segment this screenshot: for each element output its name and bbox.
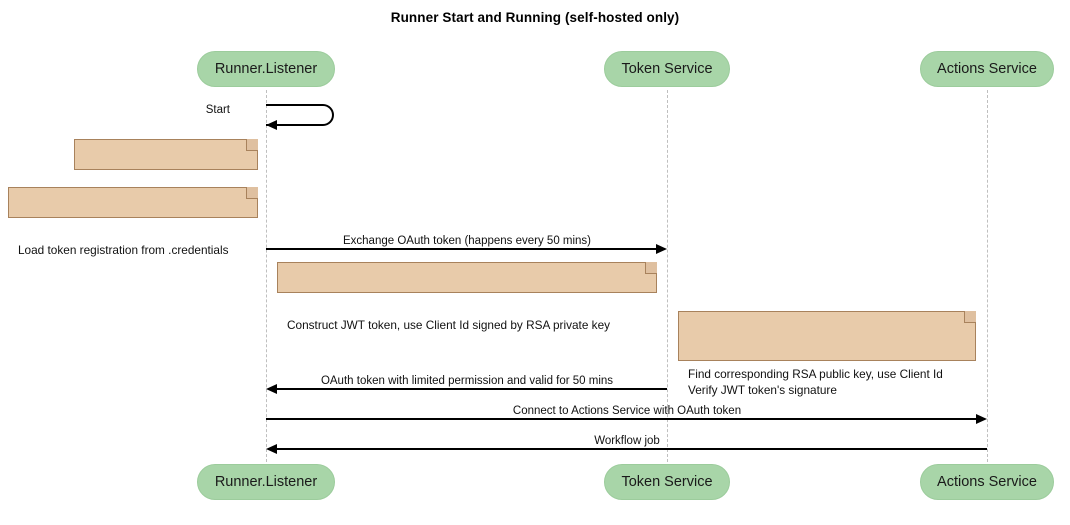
message-label-workflow-job: Workflow job [594, 435, 660, 447]
note-fold-corner-icon [246, 139, 258, 151]
message-label-start: Start [205, 104, 230, 116]
arrowhead-oauth-token-reply [266, 383, 277, 394]
lifeline-actions-service [987, 90, 988, 462]
participant-label: Token Service [621, 474, 713, 490]
note-text: Construct JWT token, use Client Id signe… [287, 318, 611, 332]
participant-label: Runner.Listener [214, 61, 318, 77]
arrowhead-connect-actions [976, 413, 987, 424]
participant-top-token-service[interactable]: Token Service [604, 51, 730, 87]
note-text: Find corresponding RSA public key, use C… [688, 367, 943, 397]
self-message-start-loop [266, 104, 334, 126]
diagram-title: Runner Start and Running (self-hosted on… [390, 10, 680, 25]
participant-label: Actions Service [937, 61, 1037, 77]
participant-bottom-actions-service[interactable]: Actions Service [920, 464, 1054, 500]
message-line-exchange-oauth [266, 248, 656, 250]
note-fold-corner-icon [645, 262, 657, 274]
participant-bottom-token-service[interactable]: Token Service [604, 464, 730, 500]
message-label-oauth-token-reply: OAuth token with limited permission and … [320, 375, 614, 387]
message-line-connect-actions [266, 418, 976, 420]
note-verify-jwt: Find corresponding RSA public key, use C… [678, 311, 976, 397]
lifeline-runner-listener [266, 90, 267, 462]
participant-label: Token Service [621, 61, 713, 77]
message-label-connect-actions: Connect to Actions Service with OAuth to… [512, 405, 742, 417]
note-text: Load token registration from .credential… [18, 243, 229, 257]
note-fold-corner-icon [964, 311, 976, 323]
participant-label: Actions Service [937, 474, 1037, 490]
arrowhead-workflow-job [266, 443, 277, 454]
participant-top-actions-service[interactable]: Actions Service [920, 51, 1054, 87]
note-load-config: Load config info from .runner [74, 139, 258, 209]
lifeline-token-service [667, 90, 668, 462]
note-fold-corner-icon [246, 187, 258, 199]
message-label-exchange-oauth: Exchange OAuth token (happens every 50 m… [342, 235, 592, 247]
arrowhead-start [266, 120, 277, 130]
arrowhead-exchange-oauth [656, 243, 667, 254]
note-load-credentials: Load token registration from .credential… [8, 187, 258, 257]
participant-label: Runner.Listener [214, 474, 318, 490]
participant-bottom-runner-listener[interactable]: Runner.Listener [197, 464, 335, 500]
message-line-oauth-token-reply [277, 388, 667, 390]
note-construct-jwt: Construct JWT token, use Client Id signe… [277, 262, 657, 332]
message-line-workflow-job [277, 448, 987, 450]
participant-top-runner-listener[interactable]: Runner.Listener [197, 51, 335, 87]
